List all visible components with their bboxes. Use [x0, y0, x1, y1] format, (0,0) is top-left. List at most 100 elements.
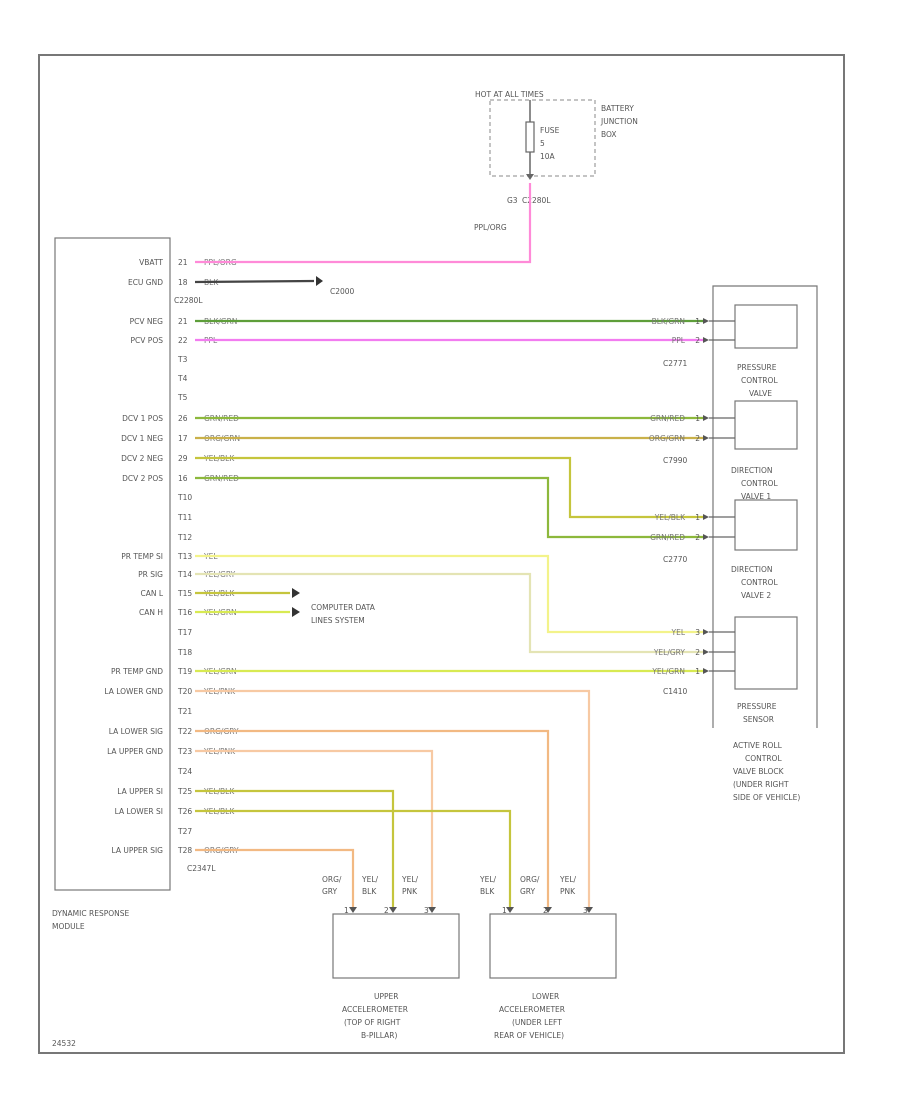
module-pin-number: T10 — [177, 493, 192, 502]
pcv-name-1: PRESSURE — [737, 363, 777, 372]
lower-acc-pin3-wire-2: PNK — [560, 887, 576, 896]
valve-pin-icon — [703, 668, 709, 674]
dcv2-name-2: CONTROL — [741, 578, 778, 587]
valve-pin-number: 3 — [695, 628, 700, 637]
hot-at-all-times-label: HOT AT ALL TIMES — [475, 90, 544, 99]
can-l-arrow-icon — [292, 588, 300, 598]
module-pin-number: T18 — [177, 648, 192, 657]
module-pin-number: T13 — [177, 552, 192, 561]
valve-pin-number: 2 — [695, 648, 700, 657]
module-pin-number: T3 — [177, 355, 188, 364]
ground-connector-icon — [316, 276, 323, 286]
upper-acc-pin2: 2 — [384, 906, 389, 915]
wire-la-upper-gnd — [195, 749, 434, 907]
module-pin-number: T17 — [177, 628, 192, 637]
valve-pin-number: 1 — [695, 667, 700, 676]
lower-acc-pin1: 1 — [502, 906, 507, 915]
pressure-sensor-box — [734, 616, 798, 690]
lower-acc-name-1: LOWER — [532, 992, 559, 1001]
accelerometer-pin-icon — [585, 907, 593, 913]
lower-acc-pin2: 2 — [543, 906, 548, 915]
module-pin-label: PCV NEG — [130, 317, 164, 326]
module-pin-label: LA UPPER SIG — [111, 846, 163, 855]
fuse-rating: 10A — [540, 152, 556, 161]
dcv1-name-1: DIRECTION — [731, 466, 772, 475]
module-pin-number: 16 — [178, 474, 188, 483]
sensor-connector: C1410 — [663, 687, 688, 696]
accelerometer-pin-icon — [544, 907, 552, 913]
fuse-number: 5 — [540, 139, 545, 148]
valve-wire-label: GRN/RED — [650, 533, 685, 542]
wire-la-lower-gnd — [195, 689, 591, 907]
wire-la-upper-sig — [195, 848, 355, 907]
valve-block: ACTIVE ROLL CONTROL VALVE BLOCK (UNDER R… — [663, 285, 818, 802]
valve-wire-label: YEL/BLK — [654, 513, 686, 522]
direction-control-valve-1-box — [734, 400, 798, 450]
dcv2-connector: C2770 — [663, 555, 688, 564]
valve-block-name-1: ACTIVE ROLL — [733, 741, 783, 750]
wire-ecu-gnd — [194, 279, 315, 284]
module-pin-label: CAN L — [140, 589, 163, 598]
valve-pin-number: 1 — [695, 414, 700, 423]
module-pin-number: T26 — [177, 807, 192, 816]
module-pin-number: T23 — [177, 747, 192, 756]
module-connector-1: C2280L — [174, 296, 203, 305]
module-pin-number: 21 — [178, 258, 188, 267]
valve-pin-icon — [703, 318, 709, 324]
wire-pr-sig — [195, 572, 703, 654]
module-pin-number: T11 — [177, 513, 192, 522]
valve-pin-icon — [703, 534, 709, 540]
module-pin-label: LA UPPER SI — [117, 787, 163, 796]
upper-acc-pin2-wire-1: YEL/ — [361, 875, 378, 884]
valve-pin-icon — [703, 514, 709, 520]
valve-wire-label: BLK/GRN — [652, 317, 685, 326]
module-pin-label: DCV 1 POS — [122, 414, 163, 423]
module-pin-label: PR TEMP SI — [121, 552, 163, 561]
valve-block-outline — [712, 285, 818, 728]
upper-acc-pin3: 3 — [424, 906, 429, 915]
upper-acc-pin3-wire-1: YEL/ — [401, 875, 418, 884]
pressure-control-valve-box — [734, 304, 798, 349]
junction-box-outline — [489, 99, 596, 177]
fuse-pin: G3 — [507, 196, 518, 205]
accelerometer-pin-icon — [428, 907, 436, 913]
valve-pin-number: 2 — [695, 336, 700, 345]
can-system-label-1: COMPUTER DATA — [311, 603, 376, 612]
valve-pin-icon — [703, 649, 709, 655]
valve-pin-icon — [703, 435, 709, 441]
module-pin-number: T21 — [177, 707, 192, 716]
ground: C2000 — [316, 276, 355, 296]
upper-acc-pin1-wire-2: GRY — [322, 887, 338, 896]
module-pin-number: T4 — [177, 374, 188, 383]
module-box — [54, 237, 171, 891]
module-pin-label: PR SIG — [138, 570, 163, 579]
direction-control-valve-2-box — [734, 499, 798, 551]
module-pin-number: 18 — [178, 278, 188, 287]
wire-dcv2-neg — [195, 456, 703, 519]
module-pin-label: DCV 2 POS — [122, 474, 163, 483]
module-pin-label: VBATT — [139, 258, 163, 267]
module-pin-label: LA LOWER GND — [104, 687, 163, 696]
page-id: 24532 — [52, 1039, 76, 1048]
can-h-arrow-icon — [292, 607, 300, 617]
junction-box-name-2: JUNCTION — [600, 117, 638, 126]
upper-acc-name-4: B-PILLAR) — [361, 1031, 397, 1040]
lower-acc-pin1-wire-1: YEL/ — [479, 875, 496, 884]
module-pin-number: 26 — [178, 414, 188, 423]
dcv1-connector: C7990 — [663, 456, 688, 465]
fuse-icon — [525, 121, 535, 153]
sensor-name-2: SENSOR — [743, 715, 774, 724]
can-bus: COMPUTER DATA LINES SYSTEM — [292, 588, 376, 625]
upper-acc-name-1: UPPER — [374, 992, 399, 1001]
valve-wire-label: YEL — [671, 628, 686, 637]
diagram-frame — [38, 54, 845, 1054]
valve-pin-icon — [703, 337, 709, 343]
lower-acc-pin2-wire-1: ORG/ — [520, 875, 540, 884]
wire-vbatt — [195, 183, 532, 264]
module-pin-number: T27 — [177, 827, 192, 836]
upper-acc-pin3-wire-2: PNK — [402, 887, 418, 896]
junction-box-name-1: BATTERY — [601, 104, 634, 113]
module-pin-label: DCV 1 NEG — [121, 434, 163, 443]
